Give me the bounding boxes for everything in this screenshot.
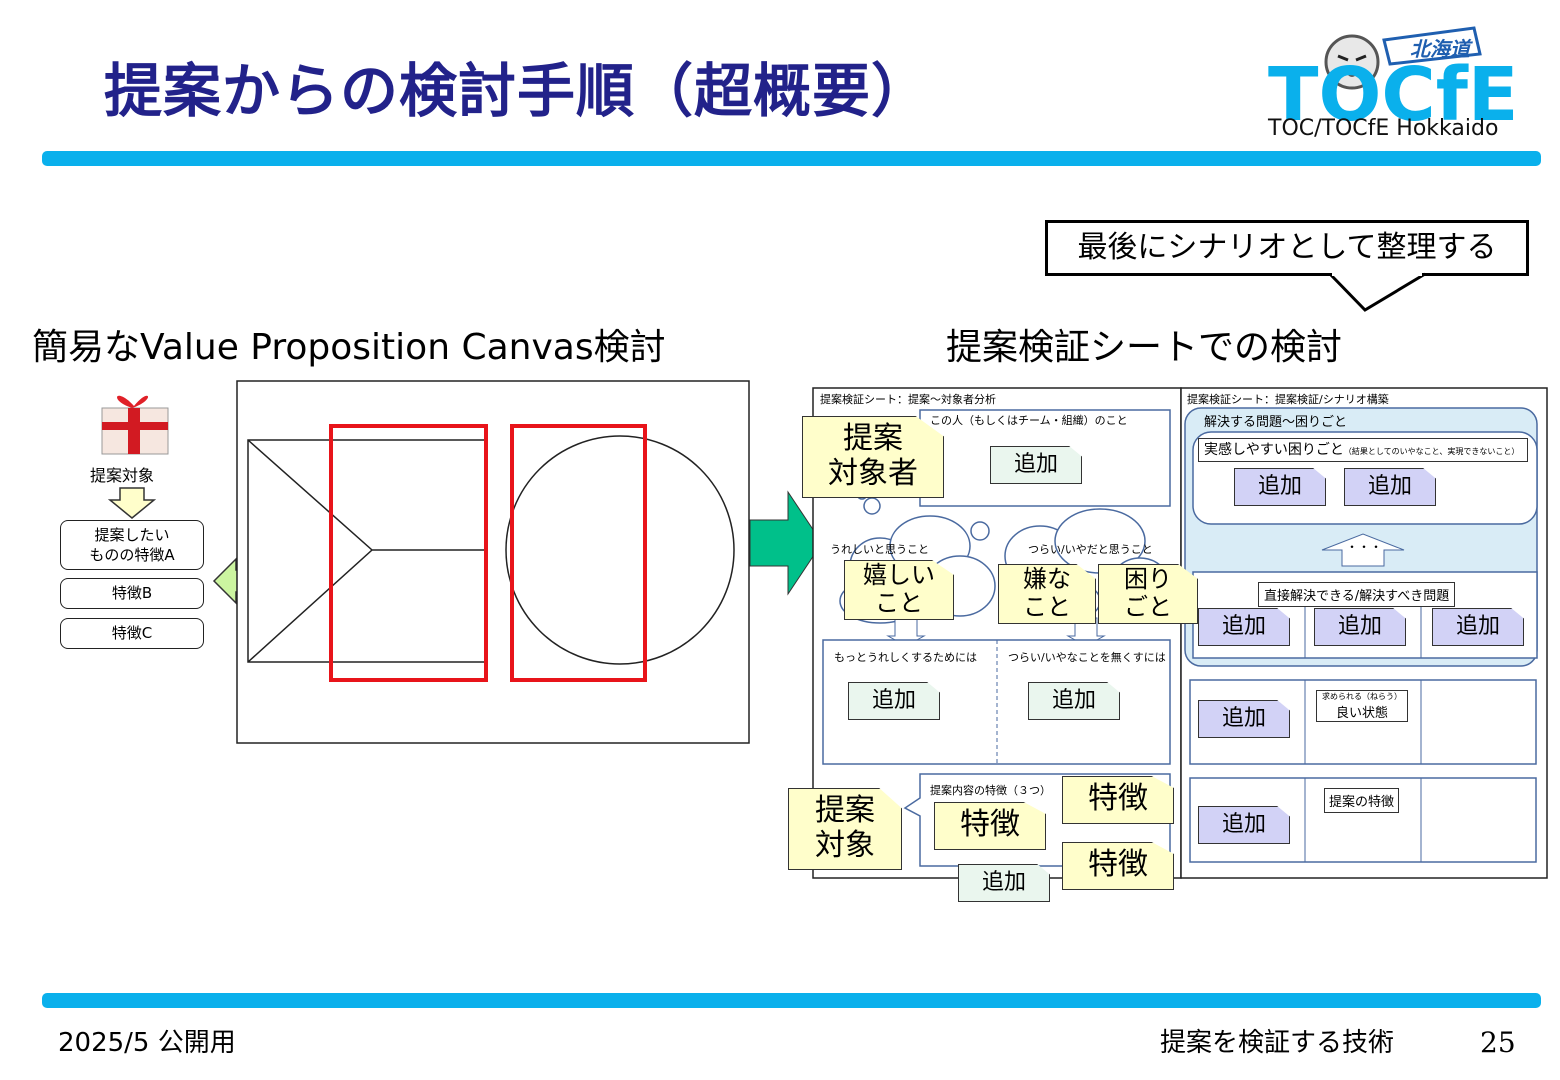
- sheet2-title: 提案検証シート：提案検証/シナリオ構築: [1187, 393, 1389, 406]
- right-heading: 提案検証シートでの検討: [946, 327, 1343, 368]
- note-feature-3: 特徴: [1062, 842, 1174, 890]
- left-heading: 簡易なValue Proposition Canvas検討: [32, 327, 666, 368]
- value-proposition-canvas: [236, 380, 750, 744]
- note-feature-2: 特徴: [1062, 776, 1174, 824]
- footer-date: 2025/5 公開用: [58, 1028, 236, 1058]
- felt-trouble-label: 実感しやすい困りごと: [1204, 442, 1344, 458]
- proposal-feature-label: 提案の特徴: [1324, 788, 1400, 813]
- logo-caption: TOC/TOCfE Hokkaido: [1268, 116, 1499, 141]
- logo-word: TOCfE: [1268, 52, 1518, 138]
- feature-b-box: 特徴B: [60, 578, 204, 609]
- feature-a-box: 提案したい ものの特徴A: [60, 520, 204, 570]
- direct-problem-label: 直接解決できる/解決すべき問題: [1258, 582, 1456, 607]
- note-feature-1: 特徴: [934, 802, 1046, 850]
- logo-badge: 北海道: [1410, 37, 1473, 61]
- footer-title: 提案を検証する技術: [1160, 1028, 1395, 1058]
- more-happy-label: もっとうれしくするためには: [834, 651, 977, 664]
- logo: 北海道 TOCfE: [1262, 20, 1542, 150]
- note-trouble: 困り ごと: [1098, 564, 1198, 624]
- remove-pain-label: つらい/いやなことを無くすには: [1008, 651, 1166, 664]
- add-felt-trouble-button-1[interactable]: 追加: [1234, 468, 1326, 506]
- add-direct-problem-button-3[interactable]: 追加: [1432, 608, 1524, 646]
- problem-label: 解決する問題～困りごと: [1204, 415, 1348, 430]
- felt-trouble-note: （結果としてのいやなこと、実現できないこと）: [1343, 447, 1520, 456]
- note-target: 提案 対象: [788, 788, 902, 870]
- target-label: 提案対象: [90, 466, 155, 485]
- page-number: 25: [1480, 1026, 1516, 1059]
- add-more-happy-button[interactable]: 追加: [848, 682, 940, 720]
- add-good-state-button[interactable]: 追加: [1198, 700, 1290, 738]
- person-label: この人（もしくはチーム・組織）のこと: [930, 414, 1128, 427]
- note-target-person: 提案 対象者: [802, 416, 944, 498]
- down-arrow: [108, 487, 156, 519]
- good-state-box: 求められる（ねらう） 良い状態: [1316, 690, 1408, 722]
- header-bar: [42, 151, 1541, 166]
- add-proposal-feature-button[interactable]: 追加: [1198, 806, 1290, 844]
- footer-bar: [42, 993, 1541, 1008]
- feature-c-box: 特徴C: [60, 618, 204, 649]
- pain-label: つらい/いやだと思うこと: [1028, 543, 1153, 556]
- add-direct-problem-button-2[interactable]: 追加: [1314, 608, 1406, 646]
- callout-tail: [1328, 272, 1426, 312]
- note-dislike: 嫌な こと: [998, 564, 1096, 624]
- note-happy: 嬉しい こと: [844, 560, 954, 620]
- felt-trouble-box: 実感しやすい困りごと（結果としてのいやなこと、実現できないこと）: [1198, 438, 1528, 462]
- add-feature-button[interactable]: 追加: [958, 864, 1050, 902]
- sheet1-title: 提案検証シート：提案～対象者分析: [820, 393, 996, 406]
- gift-icon: [101, 395, 169, 455]
- green-arrow: [749, 490, 823, 596]
- dots: ・・・: [1346, 540, 1383, 554]
- page-title: 提案からの検討手順（超概要）: [104, 57, 931, 125]
- add-remove-pain-button[interactable]: 追加: [1028, 682, 1120, 720]
- good-state-label: 良い状態: [1335, 706, 1388, 721]
- add-felt-trouble-button-2[interactable]: 追加: [1344, 468, 1436, 506]
- good-state-small: 求められる（ねらう）: [1322, 692, 1402, 701]
- scenario-callout: 最後にシナリオとして整理する: [1045, 220, 1529, 276]
- add-direct-problem-button-1[interactable]: 追加: [1198, 608, 1290, 646]
- add-person-button[interactable]: 追加: [990, 446, 1082, 484]
- happy-label: うれしいと思うこと: [830, 543, 929, 556]
- features-label: 提案内容の特徴（３つ）: [930, 784, 1051, 797]
